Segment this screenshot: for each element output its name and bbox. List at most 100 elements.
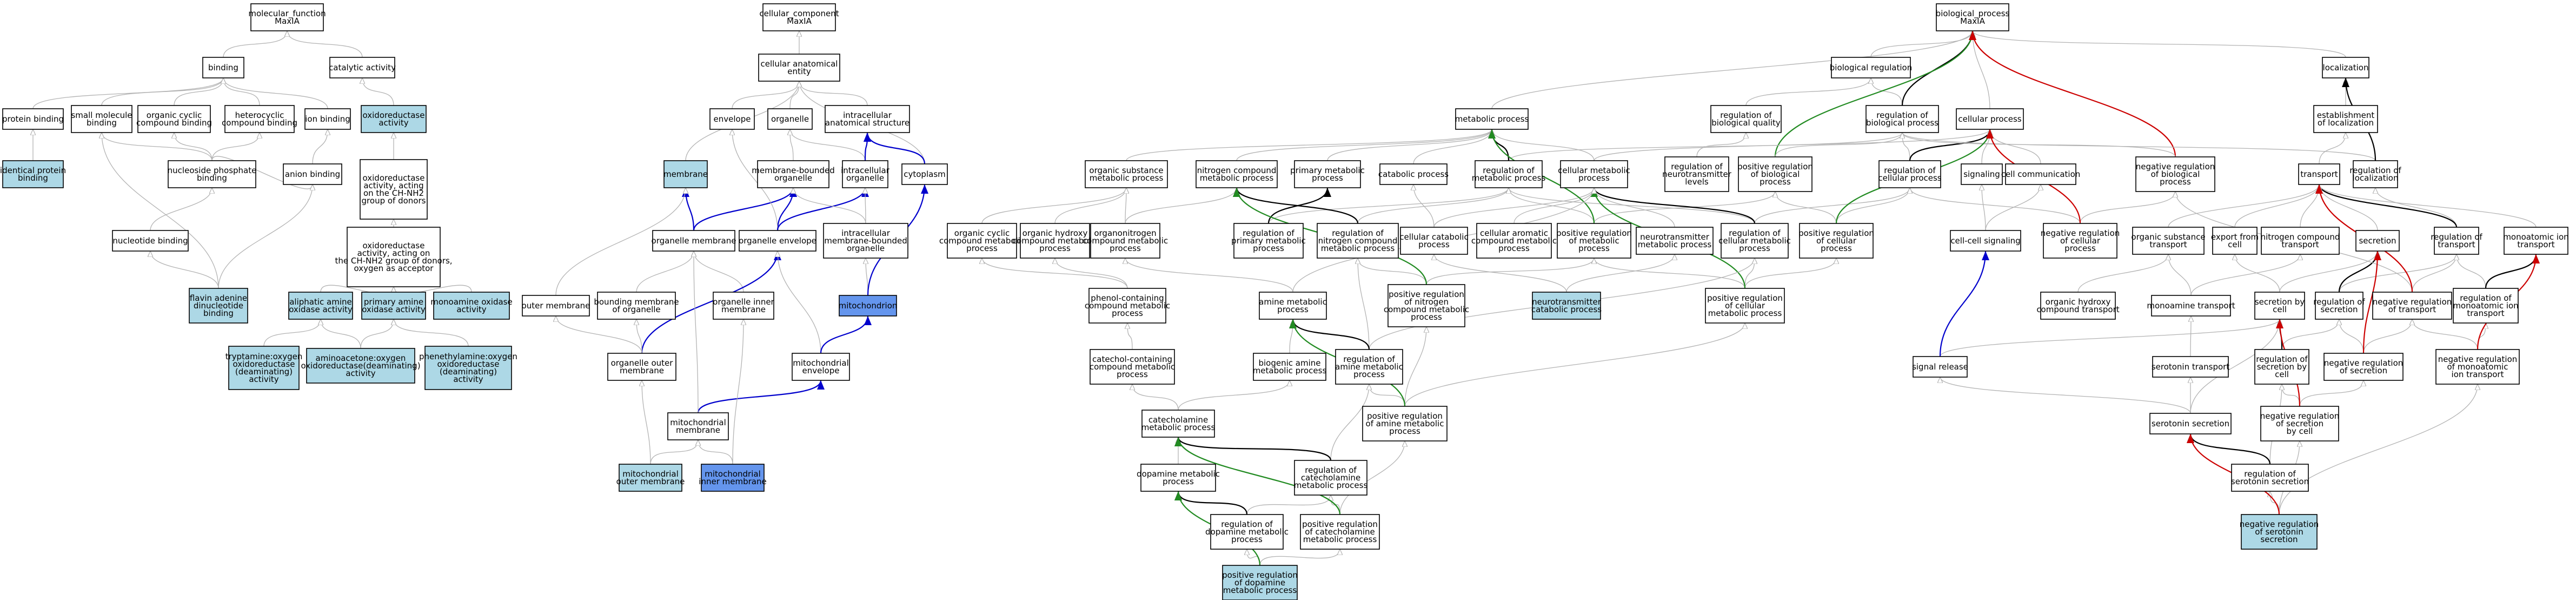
- go-term-nucbind[interactable]: nucleotide binding: [112, 230, 189, 252]
- go-term-bioreg[interactable]: biological regulation: [1830, 57, 1912, 78]
- go-term-envelope[interactable]: envelope: [709, 108, 755, 130]
- go-term-membrane[interactable]: membrane: [663, 160, 708, 188]
- go-term-orgmem[interactable]: organelle membrane: [652, 230, 736, 252]
- go-term-serotrans[interactable]: serotonin transport: [2152, 356, 2229, 378]
- go-term-cellproc[interactable]: cellular process: [1956, 108, 2024, 130]
- go-term-cellcomm[interactable]: cell communication: [2001, 163, 2081, 185]
- go-term-signalrel[interactable]: signal release: [1912, 356, 1968, 378]
- go-term-metproc[interactable]: metabolic process: [1455, 108, 1529, 130]
- go-term-cat[interactable]: catalytic activity: [329, 57, 396, 78]
- go-term-monoaminetrans[interactable]: monoamine transport: [2147, 295, 2235, 317]
- go-term-binding[interactable]: binding: [202, 57, 244, 78]
- go-term-signaling[interactable]: signaling: [1961, 163, 2003, 185]
- go-term-secretion[interactable]: secretion: [2355, 230, 2400, 252]
- go-term-ionbind[interactable]: ion binding: [304, 108, 351, 130]
- go-term-localization[interactable]: localization: [2322, 57, 2369, 78]
- go-term-orgenv[interactable]: organelle envelope: [739, 230, 816, 252]
- go-term-outermem[interactable]: outer membrane: [522, 295, 590, 317]
- go-term-anion[interactable]: anion binding: [283, 163, 342, 185]
- go-term-protbind[interactable]: protein binding: [2, 108, 64, 130]
- go-term-catab[interactable]: catabolic process: [1378, 163, 1449, 185]
- go-term-transport[interactable]: transport: [2298, 163, 2340, 185]
- go-term-serosec[interactable]: serotonin secretion: [2149, 413, 2232, 434]
- go-term-trypt[interactable]: tryptamine:oxygenoxidoreductase(deaminat…: [225, 346, 303, 390]
